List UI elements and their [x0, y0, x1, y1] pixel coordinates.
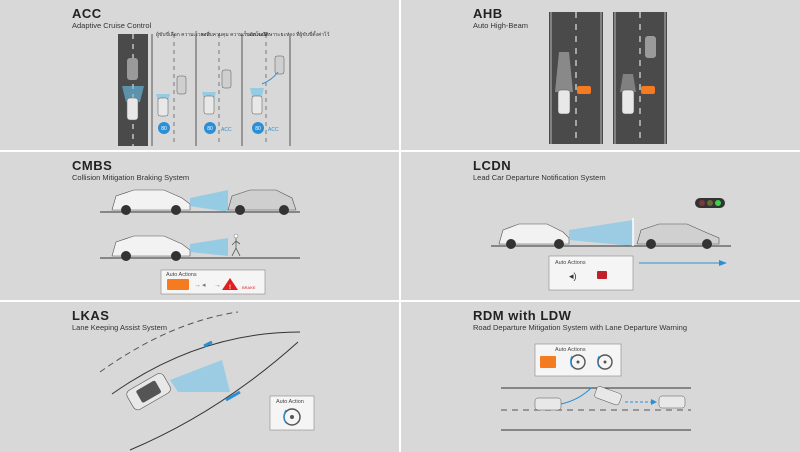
acc-speed-3: 80 — [255, 126, 261, 132]
acc-note-1: ผู้ขับขี่เลือก ความเร็วคงที่ — [156, 30, 210, 38]
rdm-title: RDM with LDW — [473, 308, 572, 323]
lcdn-title: LCDN — [473, 158, 512, 173]
rdm-diagram: Auto Actions — [501, 343, 691, 431]
lcdn-subtitle: Lead Car Departure Notification System — [473, 173, 606, 182]
svg-text:!: ! — [229, 285, 231, 291]
acc-tag-2: ACC — [268, 127, 279, 133]
lkas-auto-action: Auto Action — [276, 399, 304, 405]
lcdn-diagram: Auto Actions ◂) — [491, 198, 731, 291]
cmbs-brake: BRAKE — [242, 285, 256, 290]
svg-text:→: → — [214, 282, 221, 289]
lkas-diagram: Auto Action — [99, 311, 315, 451]
acc-title: ACC — [72, 6, 102, 21]
cmbs-title: CMBS — [72, 158, 113, 173]
ahb-diagram — [549, 12, 667, 144]
lcdn-auto-actions: Auto Actions — [555, 260, 586, 266]
svg-text:→: → — [194, 282, 201, 289]
acc-note-3: ระบบจะรักษาระยะห่าง ที่ผู้ขับขี่ตั้งค่าไ… — [246, 29, 330, 38]
acc-diagram: ผู้ขับขี่เลือก ความเร็วคงที่ ระบบควบคุม … — [118, 29, 330, 146]
lcdn-panel: LCDN Lead Car Departure Notification Sys… — [401, 152, 800, 300]
ahb-panel: AHB Auto High-Beam — [401, 0, 800, 150]
acc-tag-1: ACC — [221, 127, 232, 133]
rdm-subtitle: Road Departure Mitigation System with La… — [473, 323, 687, 332]
cmbs-panel: CMBS Collision Mitigation Braking System… — [0, 152, 399, 300]
svg-text:◂: ◂ — [202, 282, 206, 289]
acc-subtitle: Adaptive Cruise Control — [72, 21, 152, 30]
cmbs-diagram: Auto Actions → ◂ → ! BRAKE — [100, 189, 300, 295]
ahb-title: AHB — [473, 6, 503, 21]
acc-note-2: ระบบควบคุม ความเร็วอัตโนมัติ — [201, 30, 268, 38]
lkas-subtitle: Lane Keeping Assist System — [72, 323, 168, 332]
acc-panel: ACC Adaptive Cruise Control ผู้ขับขี่เลื… — [0, 0, 399, 150]
cmbs-subtitle: Collision Mitigation Braking System — [72, 173, 190, 182]
lkas-panel: LKAS Lane Keeping Assist System Auto Act… — [0, 302, 399, 452]
rdm-auto-actions: Auto Actions — [555, 347, 586, 353]
acc-speed-2: 80 — [207, 126, 213, 132]
svg-text:◂): ◂) — [569, 271, 577, 281]
lkas-title: LKAS — [72, 308, 110, 323]
cmbs-auto-actions: Auto Actions — [166, 272, 197, 278]
rdm-panel: RDM with LDW Road Departure Mitigation S… — [401, 302, 800, 452]
ahb-subtitle: Auto High-Beam — [473, 21, 529, 30]
acc-speed-1: 80 — [161, 126, 167, 132]
